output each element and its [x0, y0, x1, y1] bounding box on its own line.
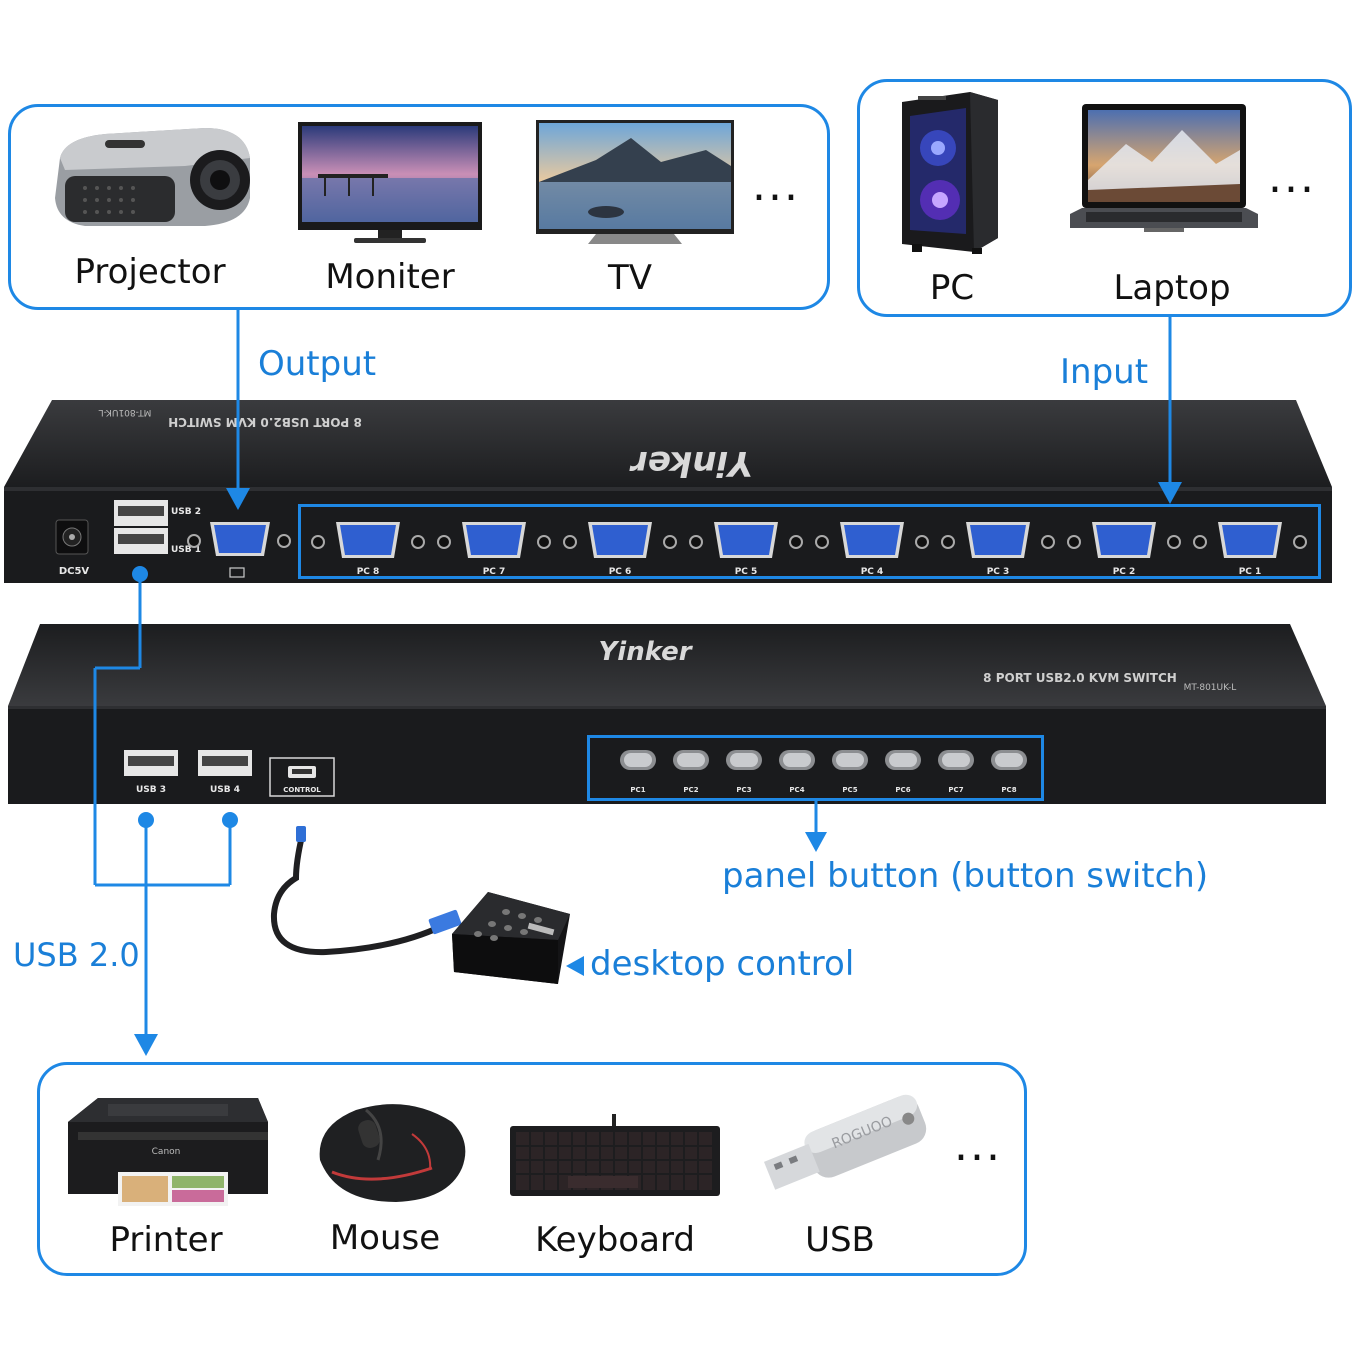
mouse-icon — [319, 1104, 466, 1202]
panel-button-pc3[interactable]: PC3 — [726, 750, 762, 794]
monitor-icon — [298, 122, 482, 243]
panel-button-label: PC1 — [630, 786, 645, 794]
usb-device-label: USB — [805, 1220, 875, 1260]
pc-port-label: PC 7 — [483, 567, 506, 577]
input-device-label: PC — [929, 268, 975, 308]
panel-button-callout: panel button (button switch) — [722, 856, 1209, 896]
rear-model-number: MT-801UK-L — [99, 407, 152, 417]
panel-button-pc1[interactable]: PC1 — [620, 750, 656, 794]
pc-port-label: PC 8 — [357, 567, 380, 577]
input-ports-highlight — [298, 504, 1321, 579]
usb-device-label: Printer — [109, 1220, 223, 1260]
panel-button-label: PC7 — [948, 786, 963, 794]
vga-port-pc2: PC 2 — [1067, 522, 1181, 577]
vga-port-pc8: PC 8 — [311, 522, 425, 577]
panel-button-pc2[interactable]: PC2 — [673, 750, 709, 794]
panel-button-label: PC3 — [736, 786, 751, 794]
vga-port-pc4: PC 4 — [815, 522, 929, 577]
front-brand-text: Yinker — [598, 637, 693, 667]
tv-icon — [536, 120, 734, 244]
pc-port-label: PC 4 — [861, 567, 884, 577]
pc-port-label: PC 1 — [1239, 567, 1262, 577]
usb-drive-icon: ROGUOO — [763, 1094, 927, 1190]
usb-device-label: Keyboard — [535, 1220, 695, 1260]
usb-callout: USB 2.0 — [13, 936, 140, 974]
output-callout: Output — [258, 344, 377, 384]
printer-icon: Canon — [68, 1098, 268, 1206]
keyboard-icon — [510, 1114, 720, 1196]
pc-port-label: PC 2 — [1113, 567, 1136, 577]
pc-port-label: PC 3 — [987, 567, 1010, 577]
panel-button-pc8[interactable]: PC8 — [991, 750, 1027, 794]
vga-port-pc6: PC 6 — [563, 522, 677, 577]
vga-port-pc5: PC 5 — [689, 522, 803, 577]
front-model-line: 8 PORT USB2.0 KVM SWITCH — [983, 671, 1177, 685]
rear-pc-ports: PC 8 PC 7 PC 6 PC 5 PC 4 PC 3 PC 2 PC 1 — [311, 522, 1307, 577]
rear-panel: Yinker 8 PORT USB2.0 KVM SWITCH MT-801UK… — [4, 400, 1332, 583]
rear-model-line: 8 PORT USB2.0 KVM SWITCH — [168, 415, 362, 429]
projector-icon — [55, 128, 250, 226]
front-panel: Yinker 8 PORT USB2.0 KVM SWITCH MT-801UK… — [8, 624, 1326, 804]
usb-port-label: USB 3 — [136, 785, 166, 795]
power-label: DC5V — [59, 566, 90, 577]
output-device-label: TV — [607, 258, 653, 298]
panel-buttons: PC1 PC2 PC3 PC4 PC5 PC6 PC7 PC8 — [620, 750, 1027, 794]
desktop-control-callout: desktop control — [590, 944, 855, 984]
panel-button-pc6[interactable]: PC6 — [885, 750, 921, 794]
panel-button-pc5[interactable]: PC5 — [832, 750, 868, 794]
vga-port-pc1: PC 1 — [1193, 522, 1307, 577]
control-port-label: CONTROL — [283, 786, 321, 794]
panel-button-pc7[interactable]: PC7 — [938, 750, 974, 794]
panel-button-label: PC6 — [895, 786, 910, 794]
vga-port-pc7: PC 7 — [437, 522, 551, 577]
pc-port-label: PC 6 — [609, 567, 632, 577]
output-device-label: Moniter — [325, 257, 455, 297]
panel-button-label: PC8 — [1001, 786, 1016, 794]
svg-text:Canon: Canon — [152, 1147, 181, 1157]
desktop-control-device — [270, 826, 570, 984]
pc-tower-icon — [902, 92, 998, 254]
usb-port-label: USB 1 — [171, 545, 201, 555]
panel-button-label: PC2 — [683, 786, 698, 794]
rear-brand-text: Yinker — [629, 443, 753, 483]
vga-port-group: PC 8 PC 7 PC 6 PC 5 PC 4 PC 3 PC 2 PC 1 — [311, 522, 1307, 577]
usb-device-label: Mouse — [329, 1218, 441, 1258]
panel-button-label: PC4 — [789, 786, 804, 794]
usb-port-label: USB 2 — [171, 507, 201, 517]
front-model-number: MT-801UK-L — [1184, 683, 1237, 693]
vga-port-pc3: PC 3 — [941, 522, 1055, 577]
panel-buttons-highlight — [587, 735, 1044, 801]
pc-port-label: PC 5 — [735, 567, 758, 577]
panel-button-label: PC5 — [842, 786, 857, 794]
laptop-icon — [1070, 104, 1258, 232]
output-device-label: Projector — [74, 252, 226, 292]
panel-button-pc4[interactable]: PC4 — [779, 750, 815, 794]
input-device-label: Laptop — [1113, 268, 1231, 308]
usb-port-label: USB 4 — [210, 785, 240, 795]
input-callout: Input — [1060, 352, 1149, 392]
